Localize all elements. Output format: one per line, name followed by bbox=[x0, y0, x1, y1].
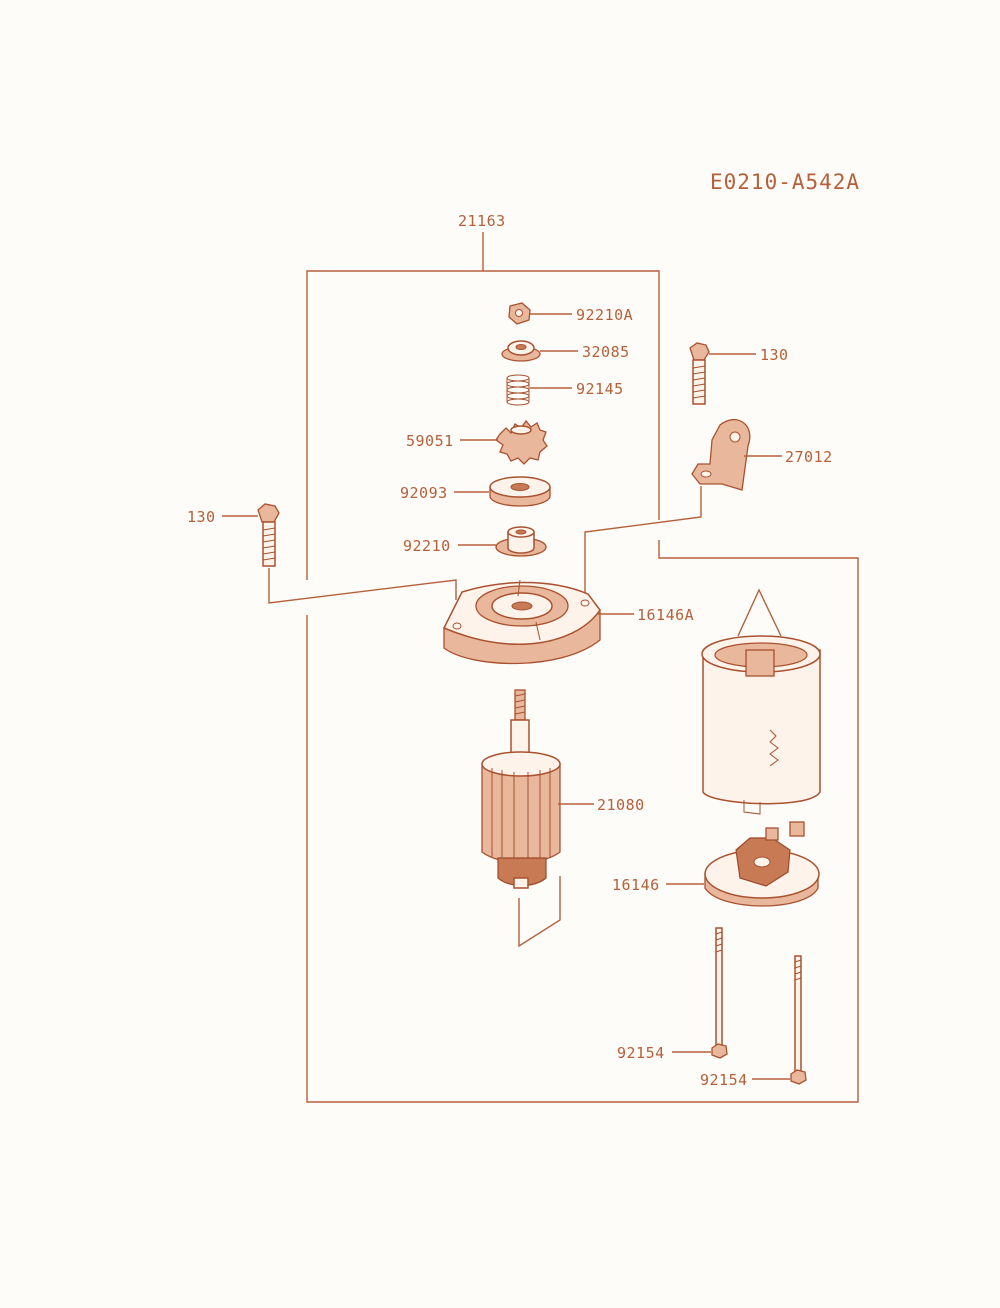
label-washer: 92093 bbox=[400, 484, 448, 502]
label-assembly: 21163 bbox=[458, 212, 506, 230]
label-bracket: 27012 bbox=[785, 448, 833, 466]
bolt-right-part[interactable] bbox=[689, 342, 710, 405]
nut-part[interactable] bbox=[508, 302, 531, 325]
label-nut: 92210A bbox=[576, 306, 633, 324]
washer-part[interactable] bbox=[489, 476, 551, 507]
label-stop-collar: 92210 bbox=[403, 537, 451, 555]
label-spring: 92145 bbox=[576, 380, 624, 398]
collar-part[interactable] bbox=[501, 340, 541, 362]
label-armature: 21080 bbox=[597, 796, 645, 814]
bracket-part[interactable] bbox=[691, 419, 751, 491]
diagram-code: E0210-A542A bbox=[710, 170, 860, 194]
front-cover-part[interactable] bbox=[442, 579, 601, 665]
label-rear-cover: 16146 bbox=[612, 876, 660, 894]
assembly-frame bbox=[306, 232, 859, 1103]
spring-part[interactable] bbox=[506, 374, 530, 406]
armature-part[interactable] bbox=[481, 689, 561, 889]
label-bolt-right: 130 bbox=[760, 346, 789, 364]
label-bolt-left: 130 bbox=[187, 508, 216, 526]
rear-cover-part[interactable] bbox=[704, 821, 820, 907]
stop-collar-part[interactable] bbox=[495, 526, 547, 557]
label-front-cover: 16146A bbox=[637, 606, 694, 624]
bolt-left-part[interactable] bbox=[257, 503, 280, 567]
through-bolt-right-part[interactable] bbox=[790, 955, 807, 1085]
yoke-housing-part[interactable] bbox=[701, 635, 821, 815]
label-collar: 32085 bbox=[582, 343, 630, 361]
label-through-bolt-left: 92154 bbox=[617, 1044, 665, 1062]
label-through-bolt-right: 92154 bbox=[700, 1071, 748, 1089]
label-pinion-gear: 59051 bbox=[406, 432, 454, 450]
through-bolt-left-part[interactable] bbox=[711, 927, 728, 1059]
pinion-gear-part[interactable] bbox=[495, 419, 548, 465]
